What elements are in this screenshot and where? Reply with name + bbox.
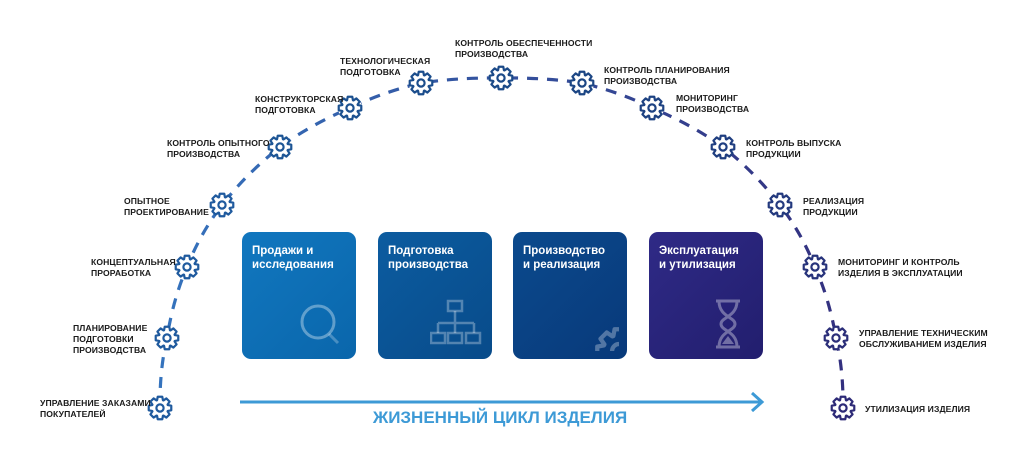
phase-title-line: и утилизация xyxy=(659,259,736,271)
step-label: Технологическаяподготовка xyxy=(340,56,430,78)
step-label: Управление заказамипокупателей xyxy=(40,398,151,420)
lifecycle-arrow xyxy=(240,392,765,412)
phase-title-line: Эксплуатация xyxy=(659,245,739,257)
step-label-line: Контроль планирования xyxy=(604,65,730,75)
step-label-line: Контроль обеспеченности xyxy=(455,38,593,48)
step-label: Планированиеподготовкипроизводства xyxy=(73,323,147,356)
step-label-line: покупателей xyxy=(40,409,106,419)
step-label: Мониторинг и контрольизделия в эксплуата… xyxy=(838,257,963,279)
step-label-line: производства xyxy=(167,149,241,159)
step-label-line: производства xyxy=(455,49,529,59)
step-label: Концептуальнаяпроработка xyxy=(91,257,176,279)
phase-card-manufacturing-sales: Производство и реализация xyxy=(513,232,627,359)
phase-card-production-prep: Подготовка производства xyxy=(378,232,492,359)
phase-title-line: исследования xyxy=(252,259,334,271)
phase-title-line: Производство xyxy=(523,245,606,257)
step-label-line: подготовка xyxy=(255,105,316,115)
step-label: Контроль опытногопроизводства xyxy=(167,138,270,160)
hourglass-icon xyxy=(716,299,740,349)
step-label-line: Планирование xyxy=(73,323,148,333)
step-label: Мониторингпроизводства xyxy=(676,93,749,115)
step-label: Контроль выпускапродукции xyxy=(746,138,841,160)
step-label-line: Контроль опытного xyxy=(167,138,270,148)
step-label-line: продукции xyxy=(803,207,858,217)
phase-title-line: и реализация xyxy=(523,259,601,271)
step-label-line: Мониторинг и контроль xyxy=(838,257,960,267)
step-label-line: производства xyxy=(604,76,678,86)
phase-title-line: Подготовка xyxy=(388,245,454,257)
hierarchy-icon xyxy=(430,299,482,345)
phase-title-line: Продажи и xyxy=(252,245,314,257)
step-label-line: Управление техническим xyxy=(859,328,988,338)
step-label-line: Реализация xyxy=(803,196,865,206)
step-label: Конструкторскаяподготовка xyxy=(255,94,343,116)
step-label-line: Утилизация изделия xyxy=(865,404,971,414)
step-label-line: продукции xyxy=(746,149,801,159)
step-label-line: Конструкторская xyxy=(255,94,344,104)
step-label-line: обслуживанием изделия xyxy=(859,339,987,349)
step-label-line: Управление заказами xyxy=(40,398,151,408)
phase-title-line: производства xyxy=(388,259,469,271)
step-label: Утилизация изделия xyxy=(865,404,970,415)
step-label-line: производства xyxy=(676,104,750,114)
phase-card-operation-disposal: Эксплуатация и утилизация xyxy=(649,232,763,359)
step-label: Контроль планированияпроизводства xyxy=(604,65,730,87)
phase-card-sales-research: Продажи и исследования xyxy=(242,232,356,359)
search-icon xyxy=(300,304,340,345)
step-label-line: Технологическая xyxy=(340,56,431,66)
lifecycle-label: ЖИЗНЕННЫЙ ЦИКЛ ИЗДЕЛИЯ xyxy=(372,408,628,427)
step-label-line: проработка xyxy=(91,268,152,278)
step-label-line: Опытное xyxy=(124,196,170,206)
step-label-line: подготовка xyxy=(340,67,401,77)
step-label-line: проектирование xyxy=(124,207,209,217)
step-label-line: подготовки xyxy=(73,334,134,344)
step-label-line: Концептуальная xyxy=(91,257,176,267)
step-label-line: изделия в эксплуатации xyxy=(838,268,963,278)
step-label: Управление техническимобслуживанием изде… xyxy=(859,328,988,350)
step-label: Контроль обеспеченностипроизводства xyxy=(455,38,592,60)
step-label-line: Мониторинг xyxy=(676,93,738,103)
step-label-line: производства xyxy=(73,345,147,355)
gear-icon xyxy=(565,297,619,351)
step-label-line: Контроль выпуска xyxy=(746,138,842,148)
step-label: Опытноепроектирование xyxy=(124,196,209,218)
step-label: Реализацияпродукции xyxy=(803,196,864,218)
